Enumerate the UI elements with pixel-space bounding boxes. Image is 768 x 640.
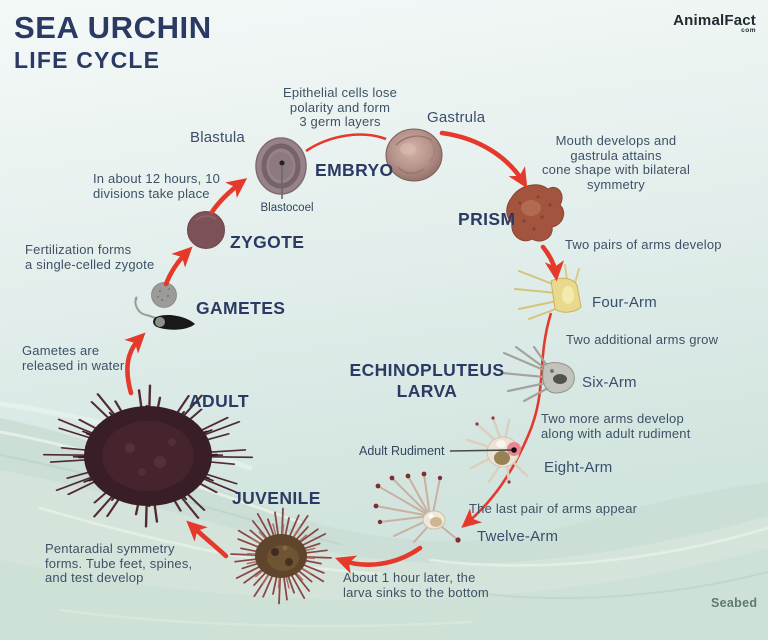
label-eight-arm: Eight-Arm [544,459,613,476]
arrow-gastrula-to-prism [439,130,528,189]
sperm-cell [134,296,195,330]
stage-label-adult: ADULT [189,391,249,411]
stage-label-zygote: ZYGOTE [230,232,305,252]
four-arm-larva-illustration [514,264,582,320]
note-fertilization: Fertilization forms a single-celled zygo… [25,242,155,272]
label-gastrula: Gastrula [427,109,486,126]
zygote-illustration [187,211,225,249]
label-twelve-arm: Twelve-Arm [477,528,559,545]
logo-tld: com [741,27,756,34]
prism-illustration [506,184,565,242]
title-line1: SEA URCHIN [14,10,212,45]
arrow-zygote-to-blastula [209,178,248,215]
note-last-pair: The last pair of arms appear [469,501,638,516]
stage-label-prism: PRISM [458,209,516,229]
page-title: SEA URCHIN LIFE CYCLE [14,10,212,74]
arrow-gametes-to-zygote [163,246,193,287]
adult-urchin-illustration [42,384,254,528]
label-blastocoel: Blastocoel [260,202,314,214]
egg-cell [151,282,177,308]
stage-label-gametes: GAMETES [196,298,286,318]
arrow-prism-to-fourarm [540,244,565,282]
note-mouth-develops: Mouth develops and gastrula attains cone… [541,133,691,192]
note-pentaradial: Pentaradial symmetry forms. Tube feet, s… [45,541,193,586]
note-divisions: In about 12 hours, 10 divisions take pla… [93,171,221,201]
twelve-arm-larva-illustration [373,471,461,543]
stage-label-echinopluteus-larva: ECHINOPLUTEUS LARVA [349,360,505,401]
label-four-arm: Four-Arm [592,294,657,311]
note-two-additional: Two additional arms grow [566,332,719,347]
title-line2: LIFE CYCLE [14,46,161,73]
gastrula-illustration [385,128,443,182]
label-blastula: Blastula [190,129,245,146]
arrow-juvenile-to-adult [186,520,229,559]
label-six-arm: Six-Arm [582,374,637,391]
arrow-blastula-to-gastrula [305,133,387,153]
label-adult-rudiment: Adult Rudiment [359,444,445,458]
blastula-illustration [255,137,307,195]
logo-text: AnimalFact [673,12,756,29]
stage-label-embryo: EMBRYO [315,160,394,180]
note-two-more: Two more arms develop along with adult r… [541,411,691,441]
note-one-hour: About 1 hour later, the larva sinks to t… [343,570,489,600]
arrow-twelvearm-to-juvenile [334,545,423,574]
seabed-label: Seabed [711,596,758,610]
juvenile-urchin-illustration [230,507,332,605]
adult-rudiment-pointer [449,447,517,453]
stage-label-juvenile: JUVENILE [232,488,321,508]
brand-logo: AnimalFact com [673,12,756,34]
note-two-pairs: Two pairs of arms develop [565,237,722,252]
gametes-illustration [134,282,195,330]
arrow-fourarm-to-twelvearm [461,312,553,529]
note-gametes-released: Gametes are released in water [22,343,125,373]
note-epithelial-cells: Epithelial cells lose polarity and form … [282,85,398,130]
six-arm-larva-illustration [500,345,575,403]
arrow-adult-to-gametes [124,332,146,396]
